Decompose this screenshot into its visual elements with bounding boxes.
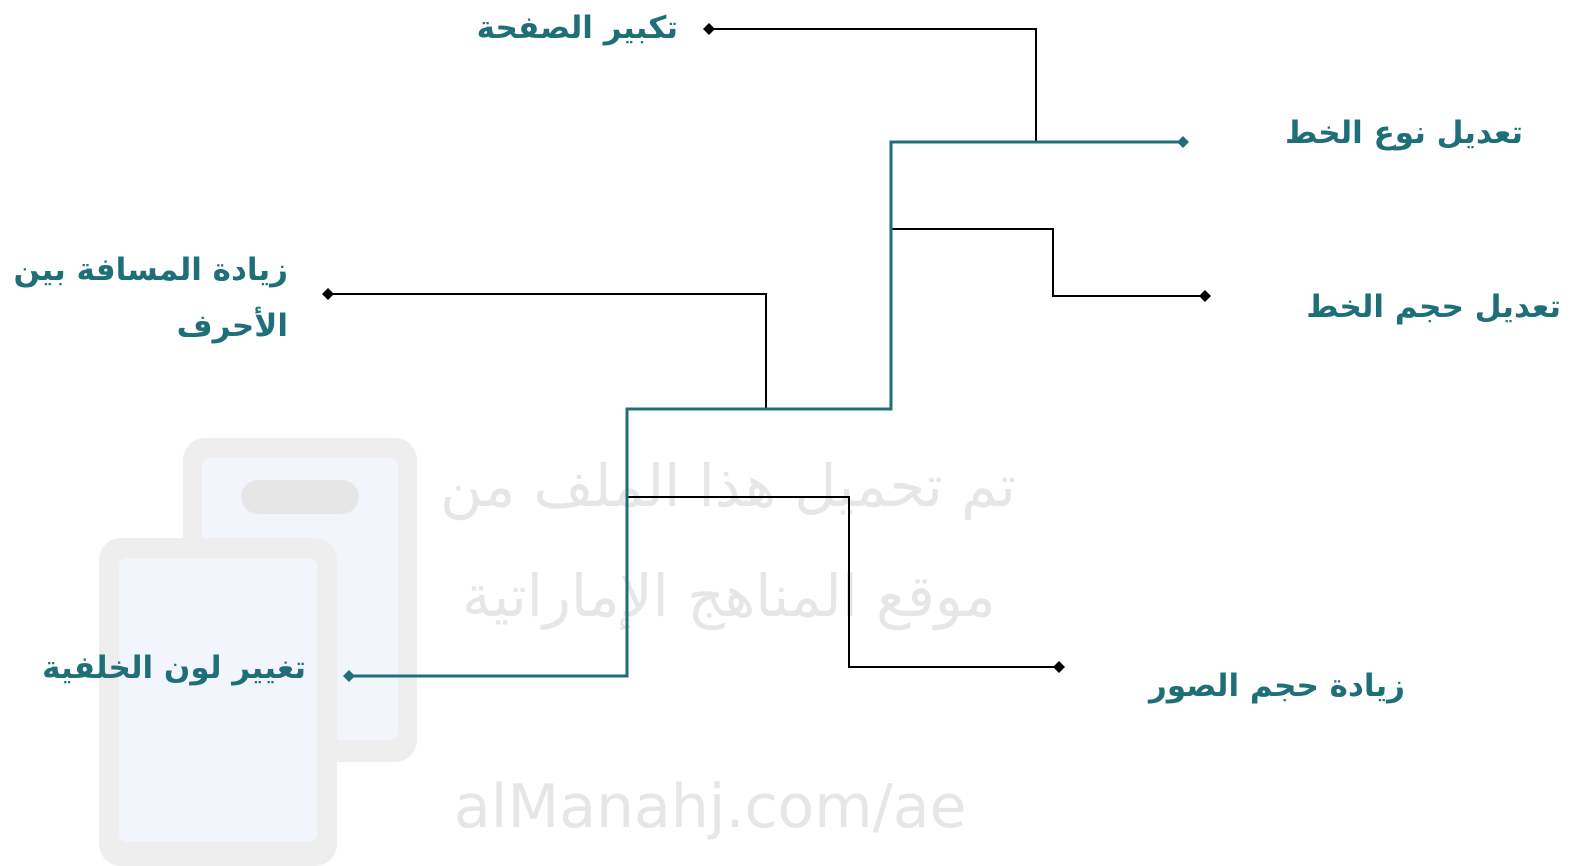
tablet-watermark-icon <box>99 438 417 866</box>
label-page-zoom: تكبير الصفحة <box>476 10 678 46</box>
endpoint-image-size-marker <box>1053 661 1065 673</box>
watermark-line-2: موقع المناهج الإماراتية <box>462 562 996 630</box>
label-font-size: تعديل حجم الخط <box>1306 289 1561 325</box>
label-letter-spacing-line-2: الأحرف <box>176 308 288 344</box>
connector-image-size <box>628 496 1059 668</box>
connector-page-zoom <box>709 28 1037 142</box>
endpoint-font-size-marker <box>1199 290 1211 302</box>
connector-font-size <box>891 228 1205 297</box>
watermark-site: alManahj.com/ae <box>454 772 967 842</box>
label-font-type: تعديل نوع الخط <box>1285 115 1523 151</box>
endpoint-page-zoom-marker <box>703 23 715 35</box>
label-letter-spacing-line-1: زيادة المسافة بين <box>13 252 288 288</box>
label-image-size: زيادة حجم الصور <box>1148 668 1405 704</box>
endpoint-font-type-marker <box>1177 136 1189 148</box>
watermark-line-1: تم تحميل هذا الملف من <box>440 452 1016 520</box>
connector-letter-spacing <box>328 293 767 409</box>
label-background-color: تغيير لون الخلفية <box>42 650 306 686</box>
spine-teal <box>349 140 1183 678</box>
endpoint-letter-spacing-marker <box>322 288 334 300</box>
endpoint-background-marker <box>343 670 355 682</box>
